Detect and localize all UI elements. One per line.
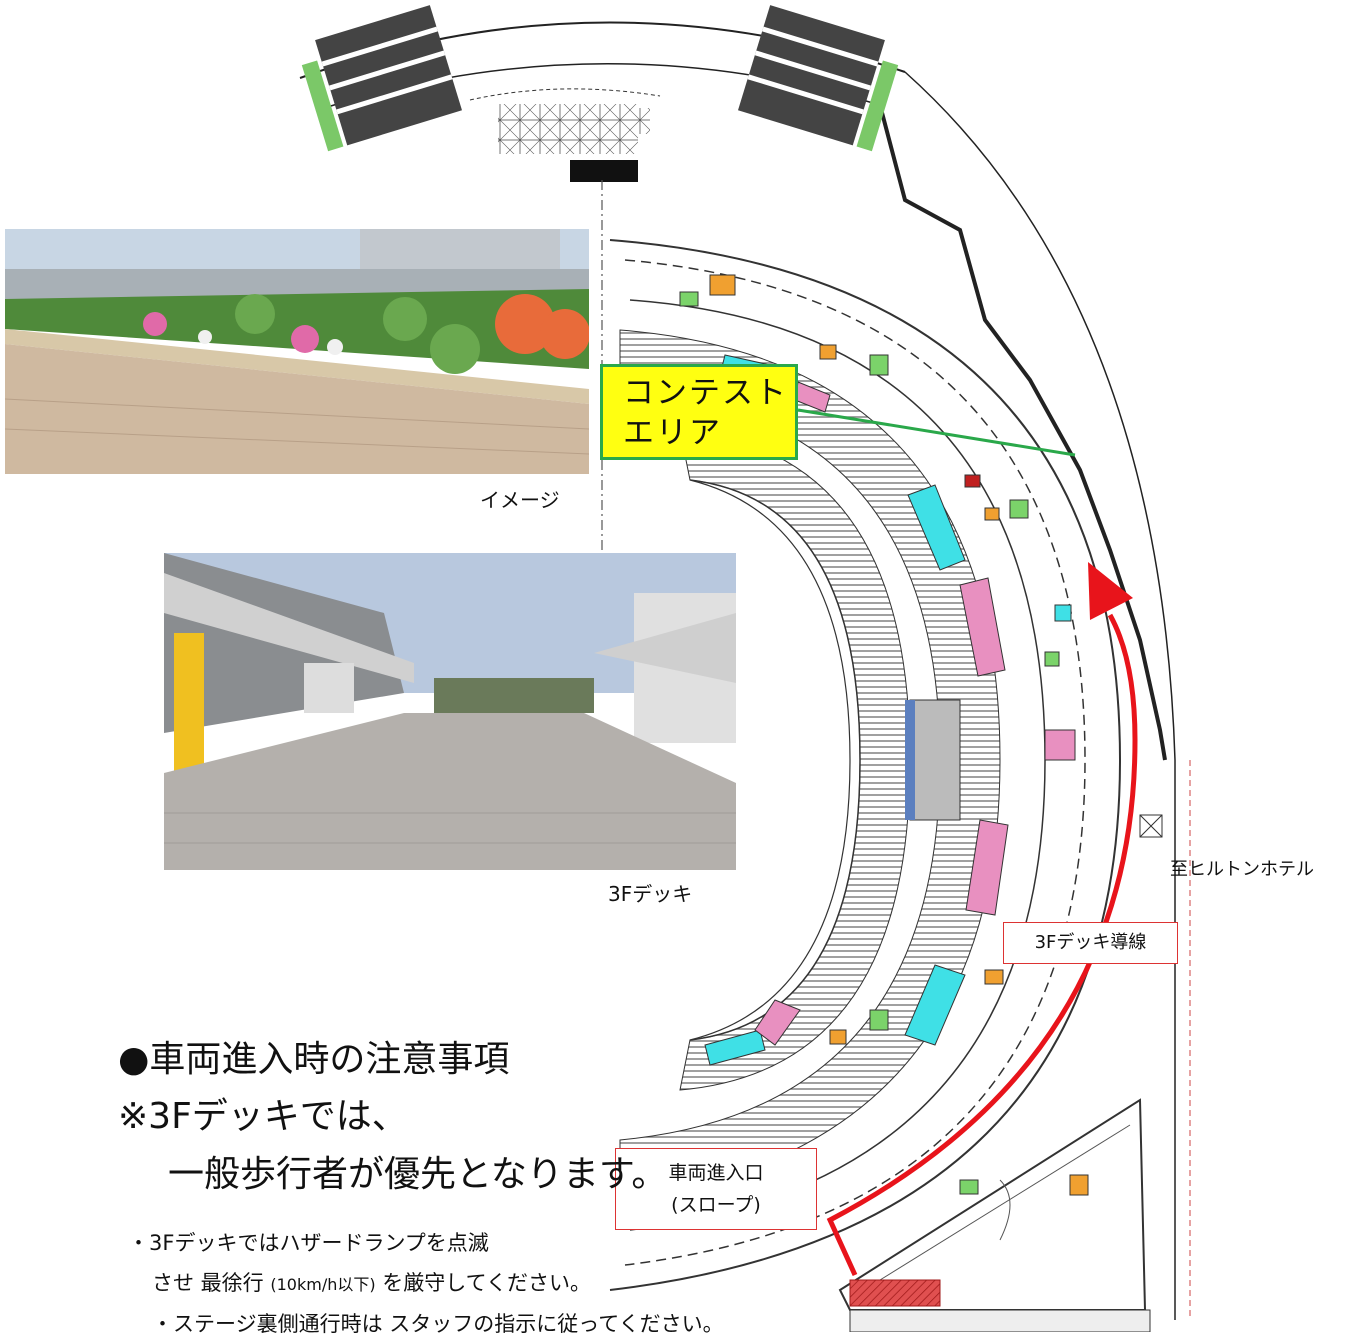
center-stage [909, 699, 961, 821]
pink-seat-blocks [754, 381, 1076, 1046]
concourse-outer [609, 239, 1122, 1291]
contest-area-line2: エリア [623, 415, 722, 451]
notes-line2: 一般歩行者が優先となります。 [168, 1154, 668, 1195]
deck-route-text: 3Fデッキ導線 [1034, 932, 1147, 953]
notes-bullet1: ・3Fデッキではハザードランプを点滅 [128, 1231, 489, 1255]
notes-bullet2-b: を厳守してください。 [382, 1271, 592, 1295]
notes-line1: ※3Fデッキでは、 [118, 1096, 408, 1137]
concourse-rooms [679, 274, 1089, 1196]
notes-title: ●車両進入時の注意事項 [118, 1039, 510, 1080]
hilton-direction-label: 至ヒルトンホテル [1170, 859, 1314, 880]
contest-pointer-line [797, 408, 1076, 457]
notes-bullet2-a: させ 最徐行 [152, 1271, 264, 1295]
deck-caption: 3Fデッキ [608, 882, 693, 906]
stair-block-right [738, 5, 899, 152]
notes-bullet2-small: (10km/h以下) [270, 1275, 376, 1294]
vehicle-entrance-label: 車両進入口 (スロープ) [615, 1148, 817, 1230]
vehicle-entrance-line2: (スロープ) [671, 1194, 761, 1216]
stage-equipment [570, 160, 638, 182]
notes-bullet3: ・ステージ裏側通行時は スタッフの指示に従ってください。 [152, 1312, 724, 1336]
contest-area-label: コンテスト エリア [600, 364, 798, 460]
slope-hatched-area [849, 1279, 941, 1307]
deck-route-arrow [826, 613, 1138, 1277]
contest-area-line1: コンテスト [623, 375, 788, 411]
deck-route-arrowhead [1088, 562, 1133, 620]
stage-truss [498, 104, 638, 154]
deck-route-label: 3Fデッキ導線 [1003, 922, 1178, 964]
cyan-seat-blocks [704, 354, 966, 1066]
deck-photo [164, 553, 736, 870]
image-caption: イメージ [480, 488, 560, 512]
stair-block-left [301, 5, 462, 152]
notes-bullet2: させ 最徐行 (10km/h以下) を厳守してください。 [152, 1267, 591, 1297]
vehicle-entrance-line1: 車両進入口 [668, 1162, 764, 1184]
annex-building [838, 1098, 1147, 1311]
flower-garden-image [5, 229, 589, 474]
